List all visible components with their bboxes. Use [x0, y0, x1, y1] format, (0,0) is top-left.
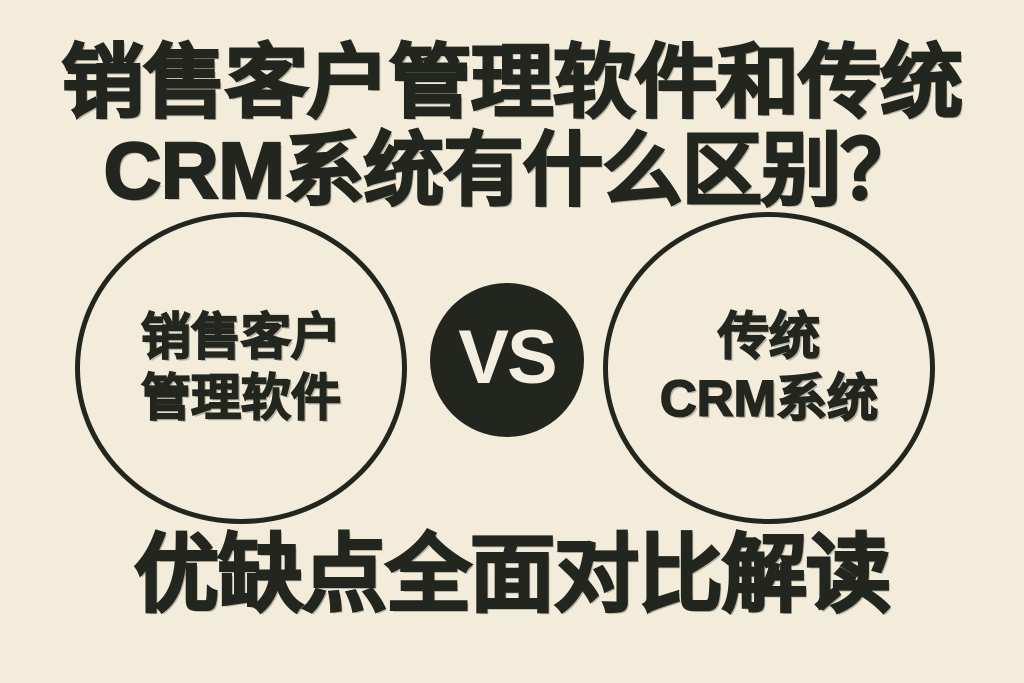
- page-title-line-2: CRM系统有什么区别？: [102, 125, 922, 215]
- page-subtitle: 优缺点全面对比解读: [133, 528, 892, 623]
- comparison-bubble-left: 销售客户 管理软件: [75, 212, 407, 524]
- comparison-bubble-left-line-2: 管理软件: [140, 369, 342, 427]
- comparison-band: 销售客户 管理软件 VS 传统 CRM系统: [0, 208, 1024, 530]
- page-title-line-1: 销售客户管理软件和传统: [60, 38, 964, 128]
- comparison-bubble-right-line-2: CRM系统: [659, 369, 879, 428]
- versus-badge-label: VS: [458, 315, 557, 400]
- comparison-bubble-right-line-1: 传统: [717, 307, 821, 366]
- versus-badge: VS: [430, 283, 584, 437]
- comparison-bubble-right: 传统 CRM系统: [603, 212, 935, 524]
- comparison-bubble-left-line-1: 销售客户: [140, 308, 342, 366]
- page-title: 销售客户管理软件和传统 CRM系统有什么区别？: [0, 38, 1024, 215]
